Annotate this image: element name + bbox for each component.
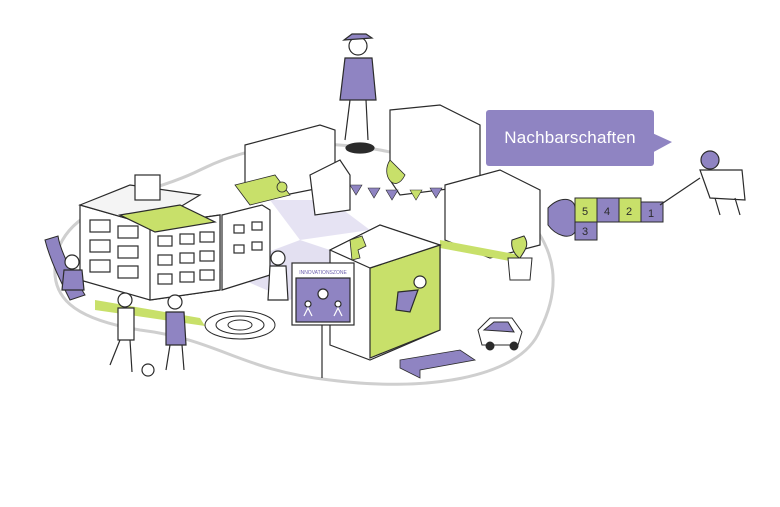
ground-arrow	[399, 349, 477, 379]
innovation-sign	[291, 262, 355, 378]
children	[61, 250, 289, 373]
parking-sign	[349, 235, 367, 261]
skateboarder	[339, 33, 377, 154]
path-shadow	[220, 240, 360, 300]
car	[477, 317, 523, 351]
hopscotch-number: 4	[604, 206, 610, 218]
plant	[386, 159, 406, 184]
side-building	[221, 204, 271, 291]
soccer-ball	[141, 363, 155, 377]
bunting-flags	[349, 184, 443, 201]
speech-bubble: Nachbarschaften	[486, 110, 672, 166]
apartment-building	[78, 174, 221, 301]
lime-strip-2	[440, 240, 520, 262]
speech-bubble-text: Nachbarschaften	[504, 128, 636, 147]
tree	[276, 181, 288, 193]
hopscotch-player	[659, 150, 746, 216]
sign-title: INNOVATIONSZONE	[299, 270, 347, 276]
hopscotch-number: 2	[626, 206, 632, 218]
path-shadow-2	[270, 200, 370, 240]
hopscotch-number: 1	[648, 208, 654, 220]
hopscotch-board	[547, 197, 664, 241]
lime-patch	[234, 174, 291, 206]
hopscotch-number: 5	[582, 206, 588, 218]
spiral-ground-art	[204, 310, 276, 340]
climber	[395, 275, 427, 313]
hopscotch-number: 3	[582, 226, 588, 238]
plant-pot	[507, 235, 533, 281]
